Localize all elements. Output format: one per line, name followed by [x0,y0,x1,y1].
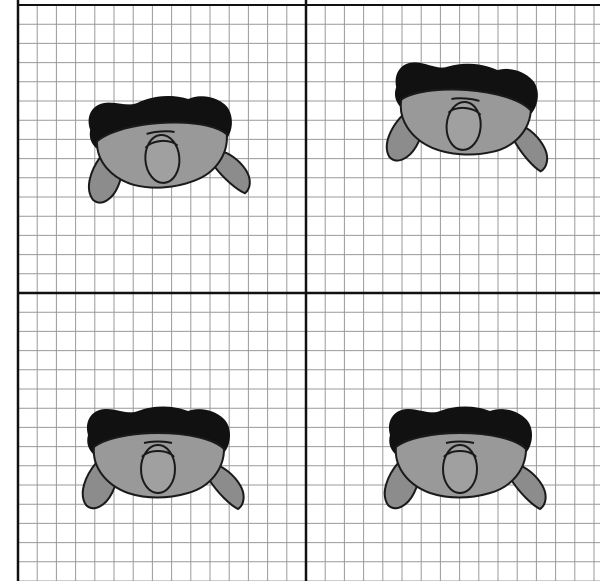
person-top-left [83,91,251,204]
person-bottom-left [83,407,244,510]
person-top-right [386,58,554,171]
person-bottom-right [385,407,546,510]
